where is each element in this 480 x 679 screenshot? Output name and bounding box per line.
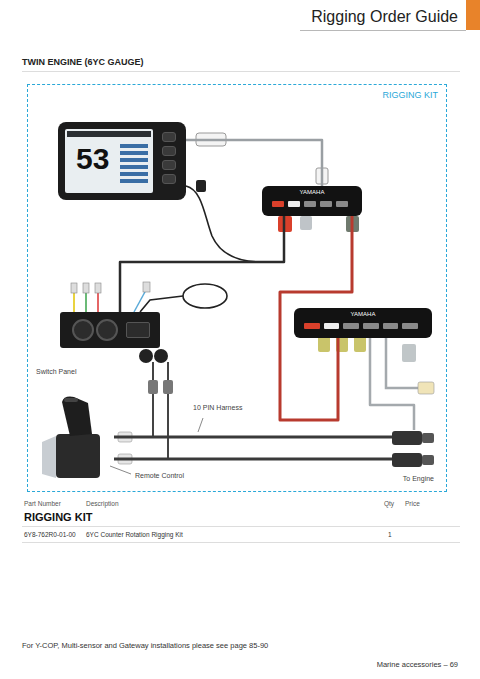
- table-rule: [22, 526, 460, 527]
- section-heading: RIGGING KIT: [24, 511, 92, 523]
- table-header: Price: [405, 500, 420, 507]
- harness-coil: [183, 284, 227, 308]
- part-label: To Engine: [403, 475, 434, 483]
- page-number: Marine accessories – 69: [377, 661, 458, 669]
- hub-brand: YAMAHA: [351, 311, 376, 318]
- table-header: Part Number: [24, 500, 61, 507]
- rigging-kit-frame: RIGGING KIT 53YAMAHA YAMAHA Switch PanelRem…: [27, 84, 447, 492]
- panel-plug: [148, 380, 158, 394]
- port-marker: [272, 201, 284, 207]
- cable: [370, 338, 414, 430]
- header-rule: [300, 30, 466, 31]
- cable: [120, 216, 284, 312]
- gauge-button: [162, 146, 176, 156]
- plug-rim: [422, 433, 434, 443]
- port-marker: [304, 323, 320, 329]
- panel-plug: [163, 380, 173, 394]
- wire-plug: [71, 283, 77, 293]
- port-marker: [343, 323, 359, 329]
- port-marker: [320, 201, 332, 207]
- remote-grip: [64, 398, 78, 402]
- wire-plug: [83, 283, 89, 293]
- gauge-button: [162, 174, 176, 184]
- cable: [114, 458, 392, 461]
- part-label: Remote Control: [135, 472, 184, 480]
- table-header: Qty: [384, 500, 394, 507]
- switch-panel: Switch Panel: [60, 312, 160, 348]
- leader-line: [110, 466, 131, 474]
- hub-plug-grey: [300, 216, 312, 230]
- remote-lever: [62, 397, 92, 436]
- header-accent: [466, 0, 480, 30]
- screen-bar: [67, 131, 151, 137]
- remote-control: Remote Control: [40, 394, 114, 480]
- plug-body: [392, 431, 422, 445]
- panel-cable: [152, 362, 154, 437]
- quantity: 1: [388, 531, 392, 538]
- remote-body: [56, 434, 100, 478]
- hub-plug-yellow: [354, 336, 366, 352]
- cable: [114, 436, 392, 439]
- port-marker: [336, 201, 348, 207]
- network-hub: YAMAHA: [262, 186, 362, 216]
- switch-wire: [73, 292, 75, 312]
- plug-rim: [422, 455, 434, 465]
- hub-brand: YAMAHA: [300, 189, 325, 196]
- port-marker: [324, 323, 340, 329]
- harness-branch: [140, 296, 183, 312]
- gauge-harness-plug: [196, 180, 206, 192]
- port-marker: [288, 201, 300, 207]
- port-marker: [383, 323, 399, 329]
- screen-bars: [120, 144, 148, 184]
- edge-label: 10 PIN Harness: [192, 404, 243, 412]
- switch-wire: [134, 290, 146, 312]
- engine-plugs: [392, 430, 434, 472]
- kit-heading: RIGGING KIT: [382, 91, 438, 101]
- wire-plug: [143, 282, 150, 292]
- part-label: Switch Panel: [36, 368, 76, 376]
- table-rule: [22, 542, 460, 543]
- gauge-button: [162, 160, 176, 170]
- sensor-cable: [386, 338, 418, 388]
- hub-plug-yellow: [318, 336, 330, 352]
- port-marker: [304, 201, 316, 207]
- switch-dial: [72, 319, 94, 341]
- port-marker: [363, 323, 379, 329]
- panel-cable: [167, 362, 169, 459]
- gauge-reading: 53: [76, 142, 109, 175]
- gauge-display: 53: [58, 122, 186, 200]
- remote-side: [42, 436, 56, 478]
- switch-wire: [85, 292, 87, 312]
- remote-drawing: [40, 394, 114, 480]
- wire-plug: [95, 283, 101, 293]
- engine-connectors: To Engine: [392, 430, 434, 472]
- page-header: Rigging Order Guide: [311, 8, 458, 26]
- title-rule: [22, 71, 460, 72]
- part-number: 6Y8-762R0-01-00: [24, 531, 76, 538]
- page-title: TWIN ENGINE (6YC GAUGE): [22, 58, 144, 68]
- part-description: 6YC Counter Rotation Rigging Kit: [86, 531, 183, 538]
- key-switch: [154, 349, 168, 363]
- switch-wire: [97, 292, 99, 312]
- leader-line: [198, 418, 203, 432]
- hub-plug-grey: [402, 344, 416, 362]
- network-hub: YAMAHA: [294, 308, 432, 338]
- switch-dial: [96, 319, 118, 341]
- gauge-harness: [186, 186, 262, 262]
- plug-body: [392, 453, 422, 467]
- port-marker: [402, 323, 418, 329]
- gauge-button: [162, 132, 176, 142]
- table-header: Description: [86, 500, 119, 507]
- key-switch: [139, 349, 153, 363]
- sensor-plug: [418, 382, 434, 394]
- switch-button: [126, 322, 150, 338]
- cable: [186, 140, 322, 186]
- footnote: For Y-COP, Multi-sensor and Gateway inst…: [22, 642, 268, 650]
